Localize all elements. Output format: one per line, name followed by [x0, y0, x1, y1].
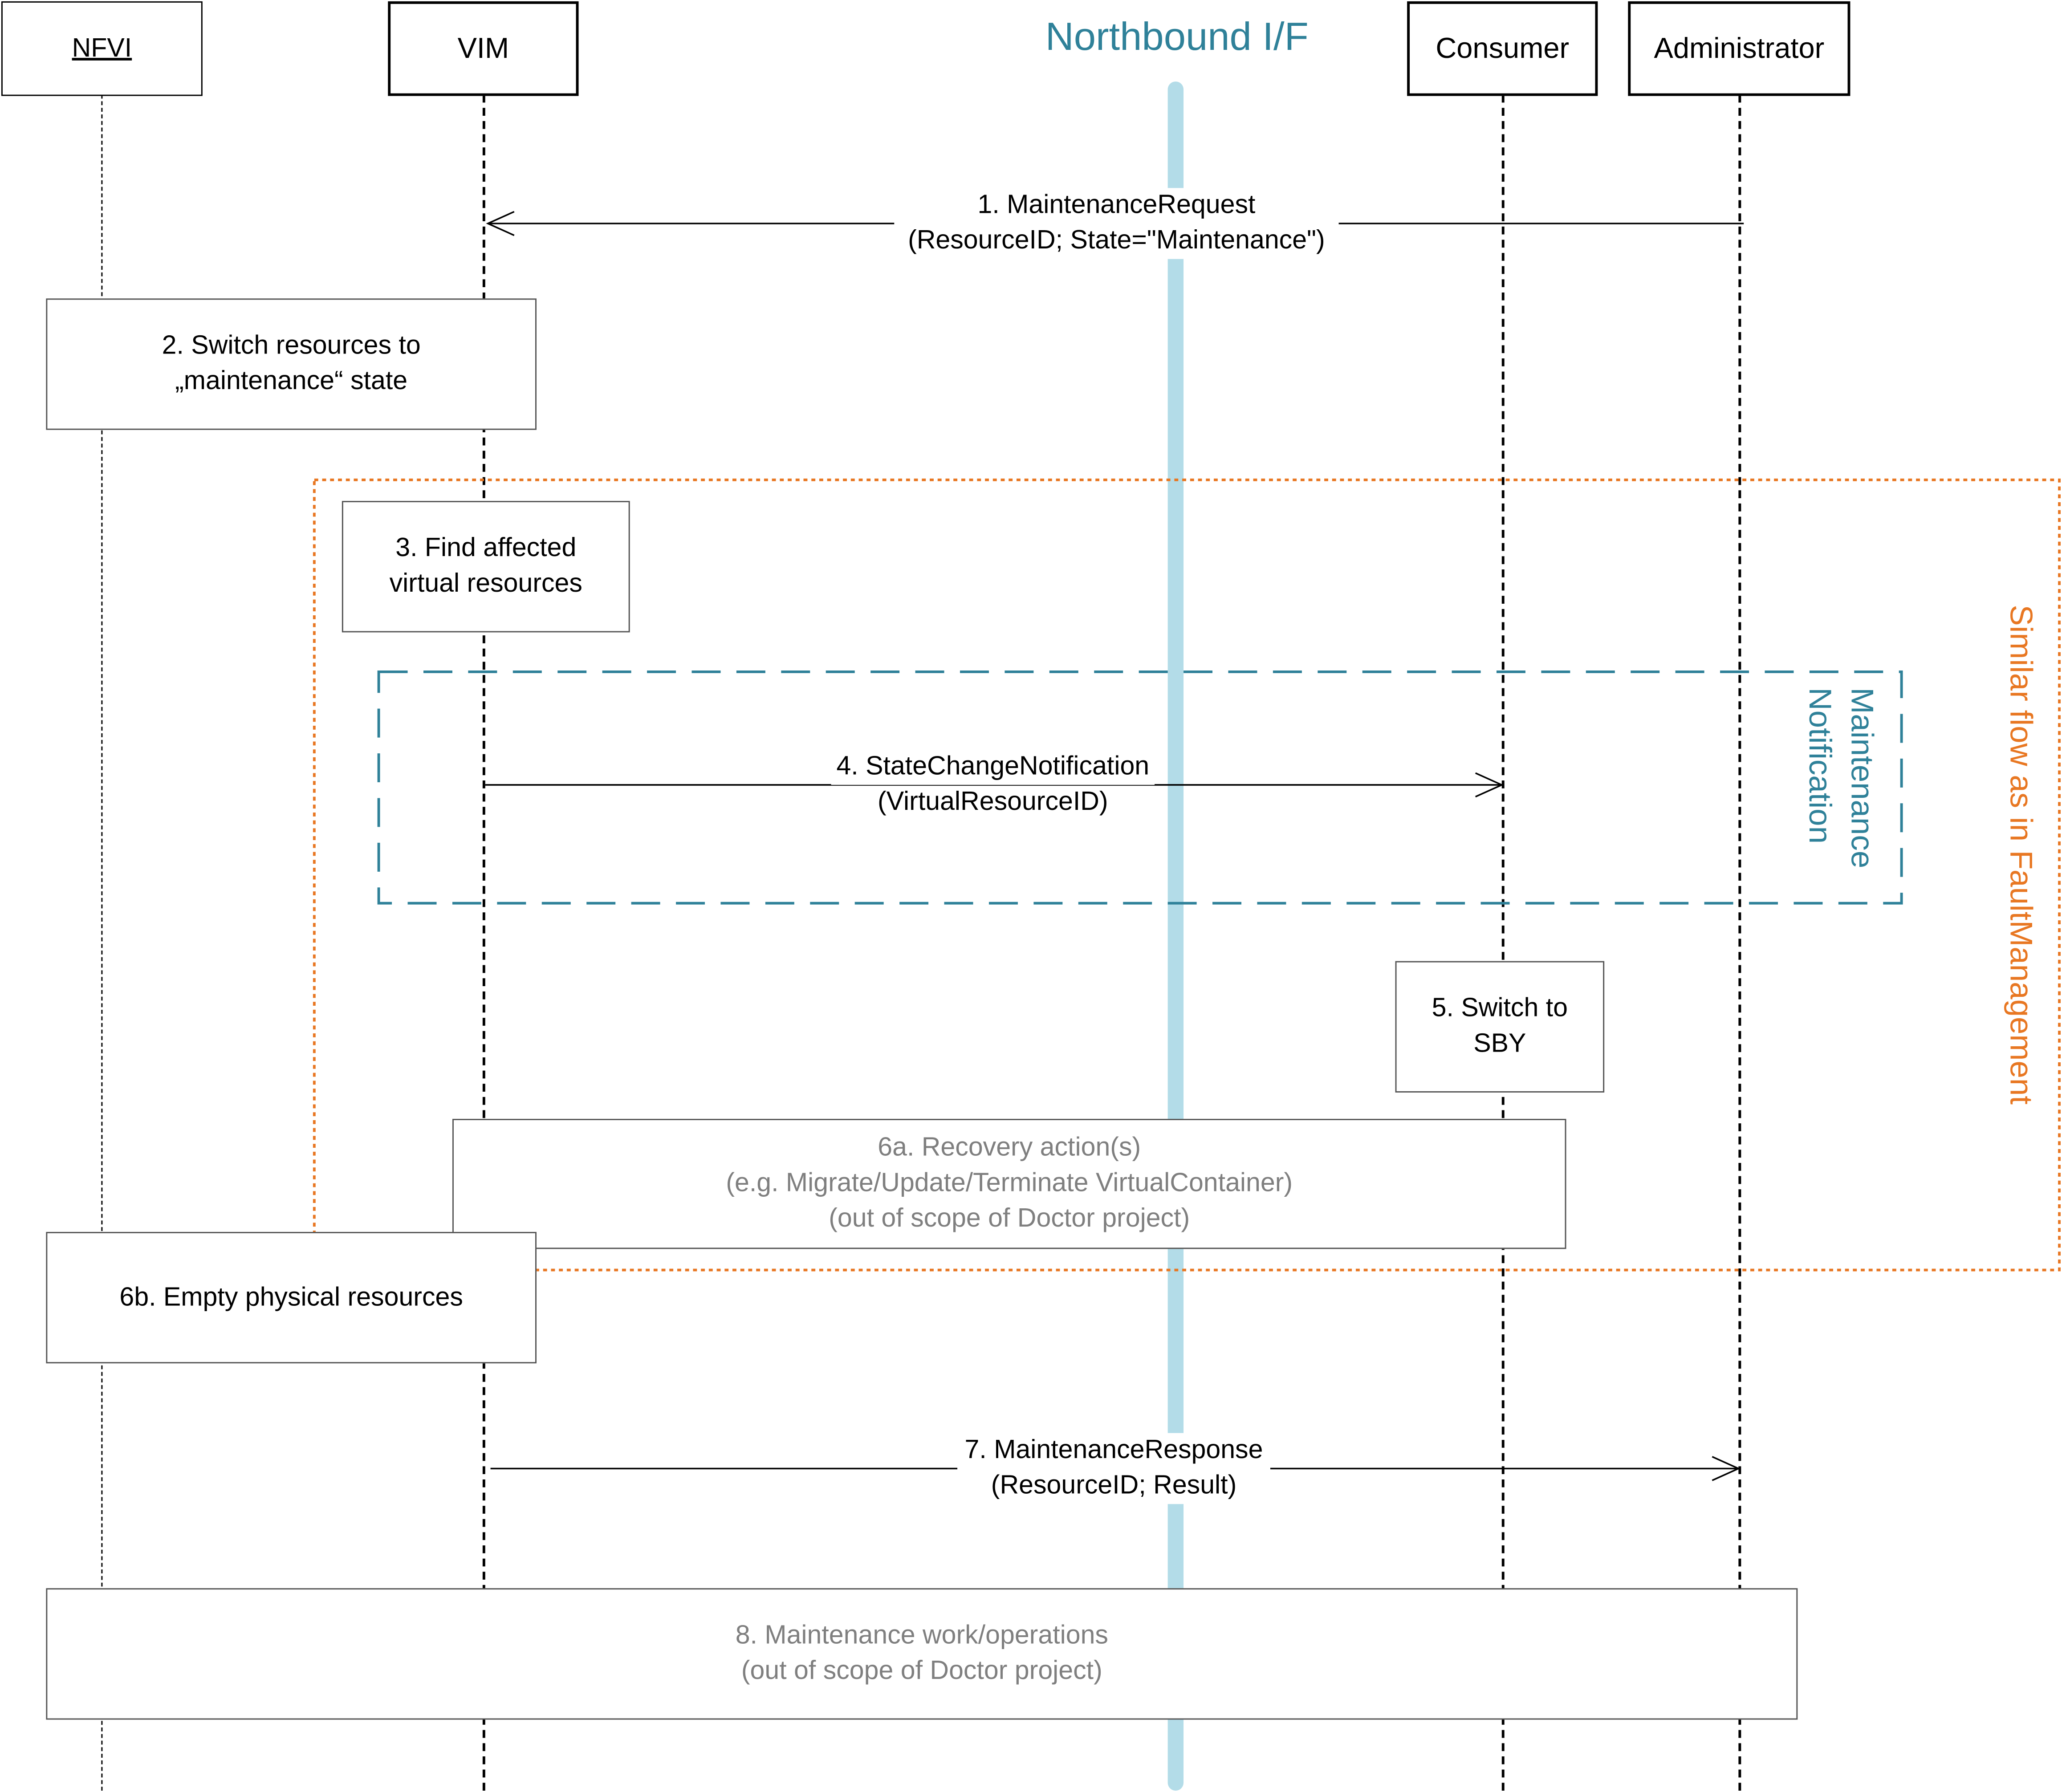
- step-3-line2: virtual resources: [389, 569, 582, 598]
- step-8-line1: 8. Maintenance work/operations: [735, 1621, 1108, 1650]
- step-8-box: 8. Maintenance work/operations (out of s…: [46, 1588, 1798, 1720]
- actor-nfvi-label: NFVI: [72, 33, 132, 63]
- fault-management-group-frame: [313, 478, 2061, 1272]
- step-2-line1: 2. Switch resources to: [162, 331, 421, 361]
- northbound-interface-bar: [1167, 81, 1184, 1791]
- message-4-arrowhead: [1475, 772, 1504, 798]
- administrator-lifeline: [1738, 94, 1741, 1791]
- actor-administrator: Administrator: [1628, 1, 1851, 96]
- message-7-title: 7. MaintenanceResponse: [964, 1435, 1263, 1465]
- actor-vim: VIM: [388, 1, 579, 96]
- northbound-interface-label: Northbound I/F: [1045, 16, 1309, 59]
- actor-nfvi: NFVI: [1, 1, 203, 96]
- vim-lifeline: [482, 94, 485, 1791]
- message-7-label: 7. MaintenanceResponse (ResourceID; Resu…: [957, 1433, 1270, 1504]
- step-5-line1: 5. Switch to: [1432, 994, 1568, 1023]
- step-2-line2: „maintenance“ state: [175, 366, 408, 396]
- step-3-box: 3. Find affected virtual resources: [342, 501, 630, 633]
- message-1-params: (ResourceID; State="Maintenance"): [908, 226, 1325, 255]
- nfvi-lifeline: [101, 94, 103, 1791]
- actor-consumer-label: Consumer: [1436, 31, 1570, 65]
- step-8-line2: (out of scope of Doctor project): [741, 1656, 1102, 1686]
- step-5-line2: SBY: [1473, 1029, 1526, 1059]
- step-6a-box: 6a. Recovery action(s) (e.g. Migrate/Upd…: [452, 1119, 1566, 1249]
- message-7-params: (ResourceID; Result): [991, 1471, 1237, 1500]
- actor-consumer: Consumer: [1407, 1, 1598, 96]
- message-1-arrowhead: [486, 211, 515, 236]
- maintenance-notification-line2: Notification: [1802, 687, 1837, 844]
- actor-administrator-label: Administrator: [1654, 31, 1825, 65]
- step-6a-line3: (out of scope of Doctor project): [829, 1204, 1190, 1233]
- maintenance-notification-line1: Maintenance: [1843, 687, 1879, 869]
- message-1-label: 1. MaintenanceRequest (ResourceID; State…: [894, 188, 1339, 259]
- step-6a-line1: 6a. Recovery action(s): [878, 1133, 1141, 1162]
- message-1-title: 1. MaintenanceRequest: [977, 191, 1256, 220]
- fault-management-group-label: Similar flow as in FaultManagement: [1999, 605, 2041, 1105]
- actor-vim-label: VIM: [457, 31, 509, 65]
- message-7-arrowhead: [1712, 1456, 1741, 1481]
- step-2-box: 2. Switch resources to „maintenance“ sta…: [46, 298, 537, 430]
- consumer-lifeline: [1501, 94, 1505, 1791]
- message-4-params: (VirtualResourceID): [878, 787, 1108, 817]
- maintenance-notification-group-label: Maintenance Notification: [1798, 687, 1882, 868]
- message-4-label: 4. StateChangeNotification (VirtualResou…: [823, 749, 1163, 820]
- step-6b-box: 6b. Empty physical resources: [46, 1231, 537, 1364]
- maintenance-notification-group-frame: [377, 670, 1903, 905]
- fault-management-label-text: Similar flow as in FaultManagement: [2003, 605, 2038, 1105]
- step-5-box: 5. Switch to SBY: [1395, 961, 1605, 1093]
- message-4-title: 4. StateChangeNotification: [831, 749, 1155, 785]
- step-3-line1: 3. Find affected: [395, 533, 577, 563]
- step-6b-line1: 6b. Empty physical resources: [119, 1282, 463, 1312]
- step-6a-line2: (e.g. Migrate/Update/Terminate VirtualCo…: [726, 1169, 1293, 1198]
